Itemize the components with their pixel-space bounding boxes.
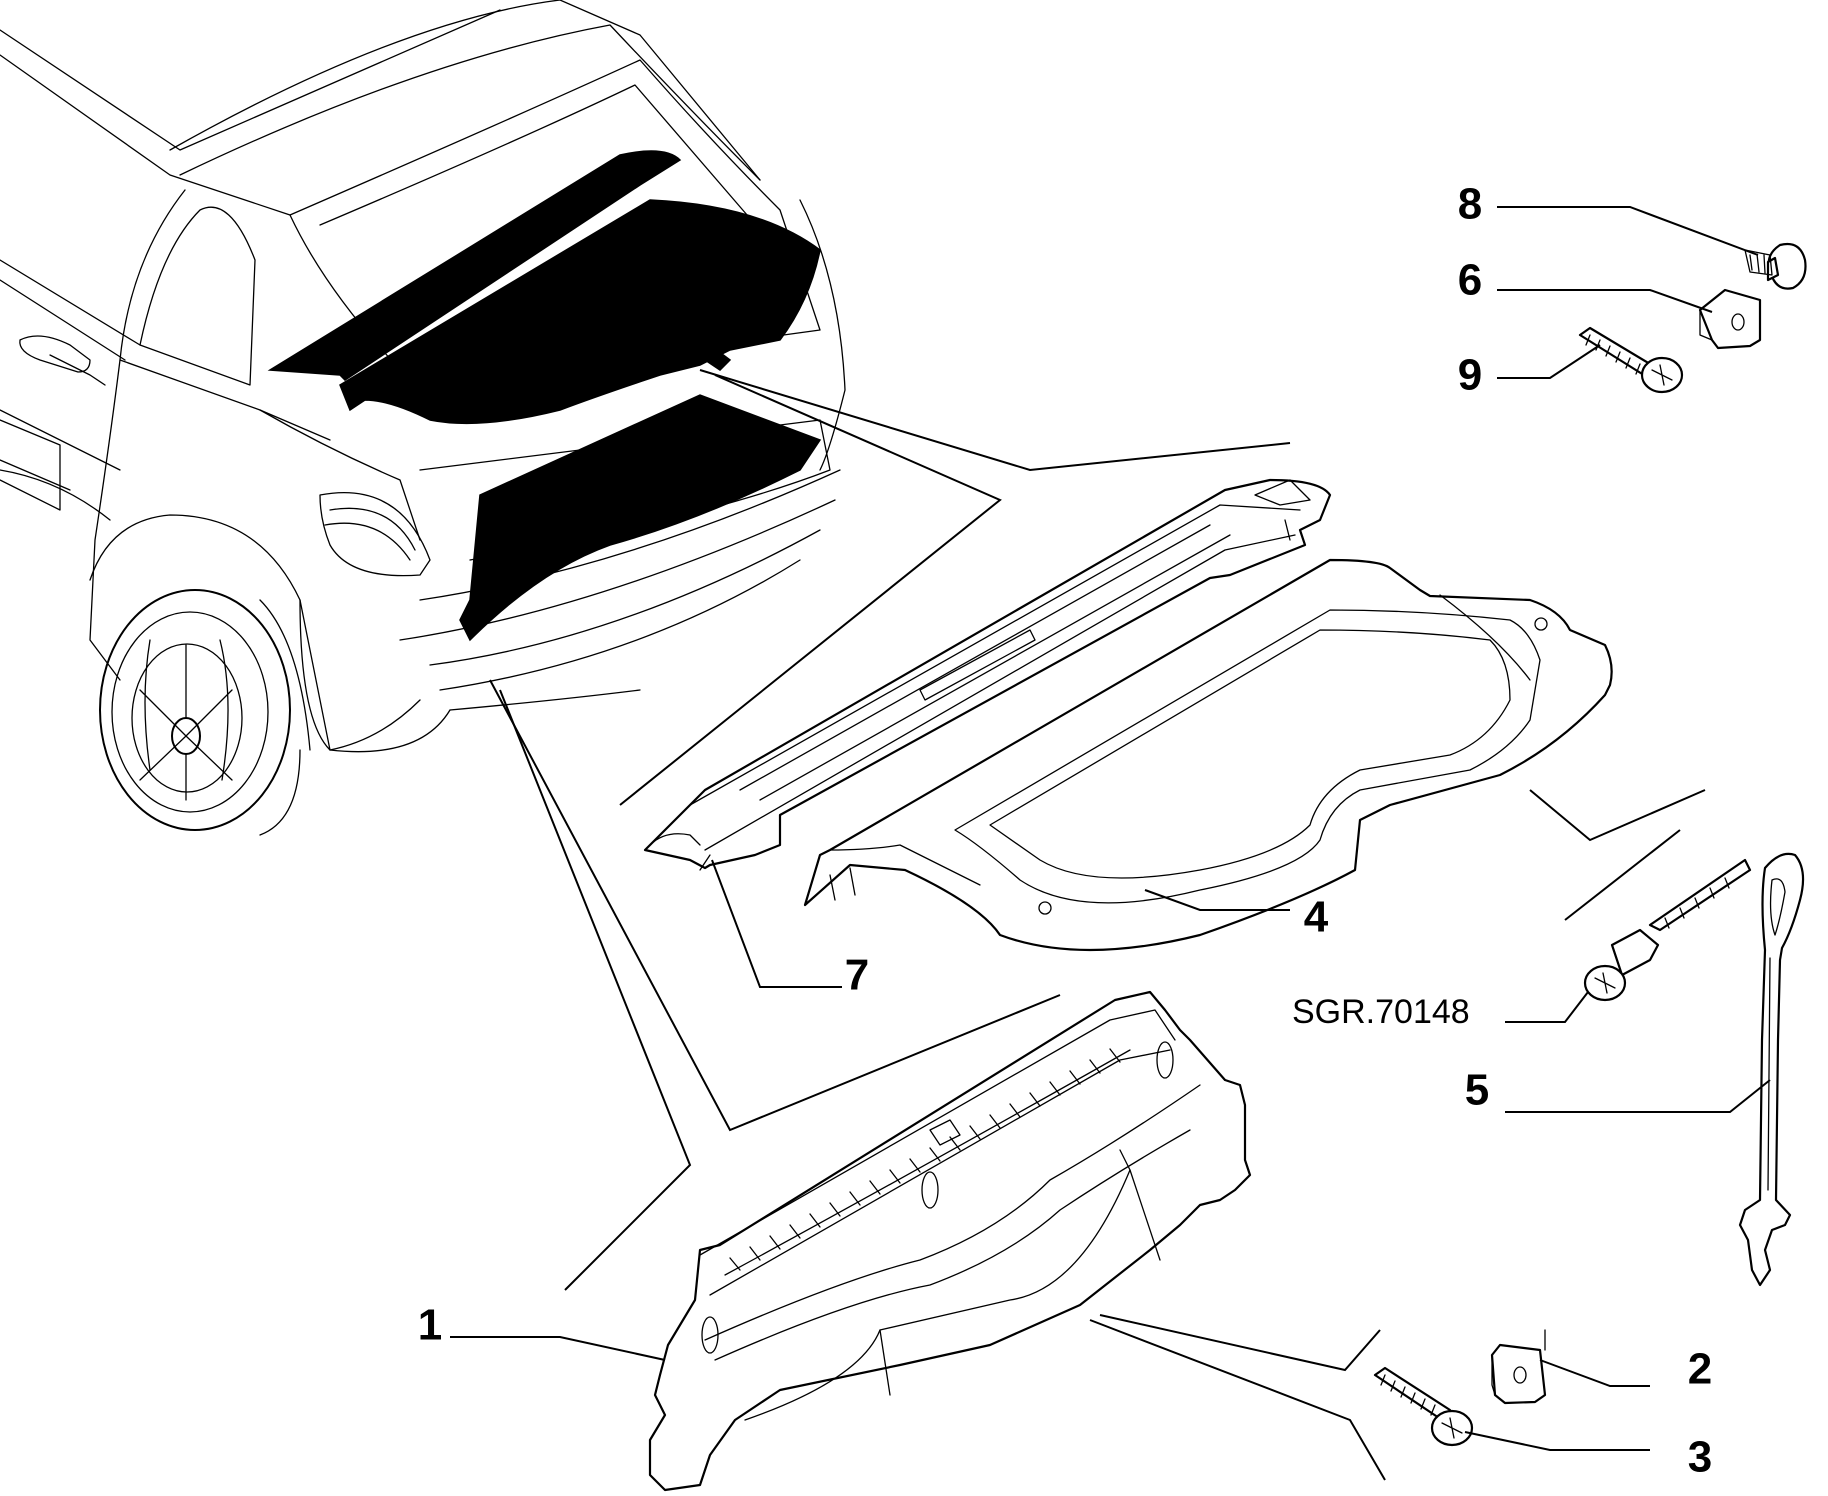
part-5-shelf-strap bbox=[1738, 852, 1805, 1287]
part-2-clip-nut bbox=[1490, 1329, 1547, 1405]
part-3-screw bbox=[1373, 1366, 1474, 1447]
callout-5: 5 bbox=[1465, 1066, 1489, 1115]
callout-3: 3 bbox=[1688, 1433, 1712, 1482]
callout-labels: 8 6 9 4 SGR.70148 5 7 1 2 3 bbox=[418, 180, 1712, 1482]
part-9-screw bbox=[1578, 326, 1684, 394]
part-7-cover-cassette bbox=[643, 478, 1332, 871]
part-4-parcel-shelf bbox=[803, 558, 1613, 952]
callout-1: 1 bbox=[418, 1301, 442, 1350]
part-5-screw-spacer bbox=[1583, 858, 1752, 1002]
car-outline bbox=[0, 0, 846, 836]
part-8-push-pin bbox=[1744, 242, 1807, 290]
callout-6: 6 bbox=[1458, 256, 1482, 305]
callout-2: 2 bbox=[1688, 1345, 1712, 1394]
callout-9: 9 bbox=[1458, 351, 1482, 400]
callout-8: 8 bbox=[1458, 180, 1482, 229]
reference-code: SGR.70148 bbox=[1292, 993, 1470, 1031]
part-1-boot-sill-trim bbox=[648, 990, 1252, 1492]
callout-7: 7 bbox=[845, 951, 869, 1000]
callout-leaders bbox=[450, 206, 1771, 1451]
part-6-clip-nut bbox=[1698, 288, 1762, 350]
exploded-view-outlines bbox=[489, 369, 1706, 1481]
callout-4: 4 bbox=[1304, 893, 1329, 942]
